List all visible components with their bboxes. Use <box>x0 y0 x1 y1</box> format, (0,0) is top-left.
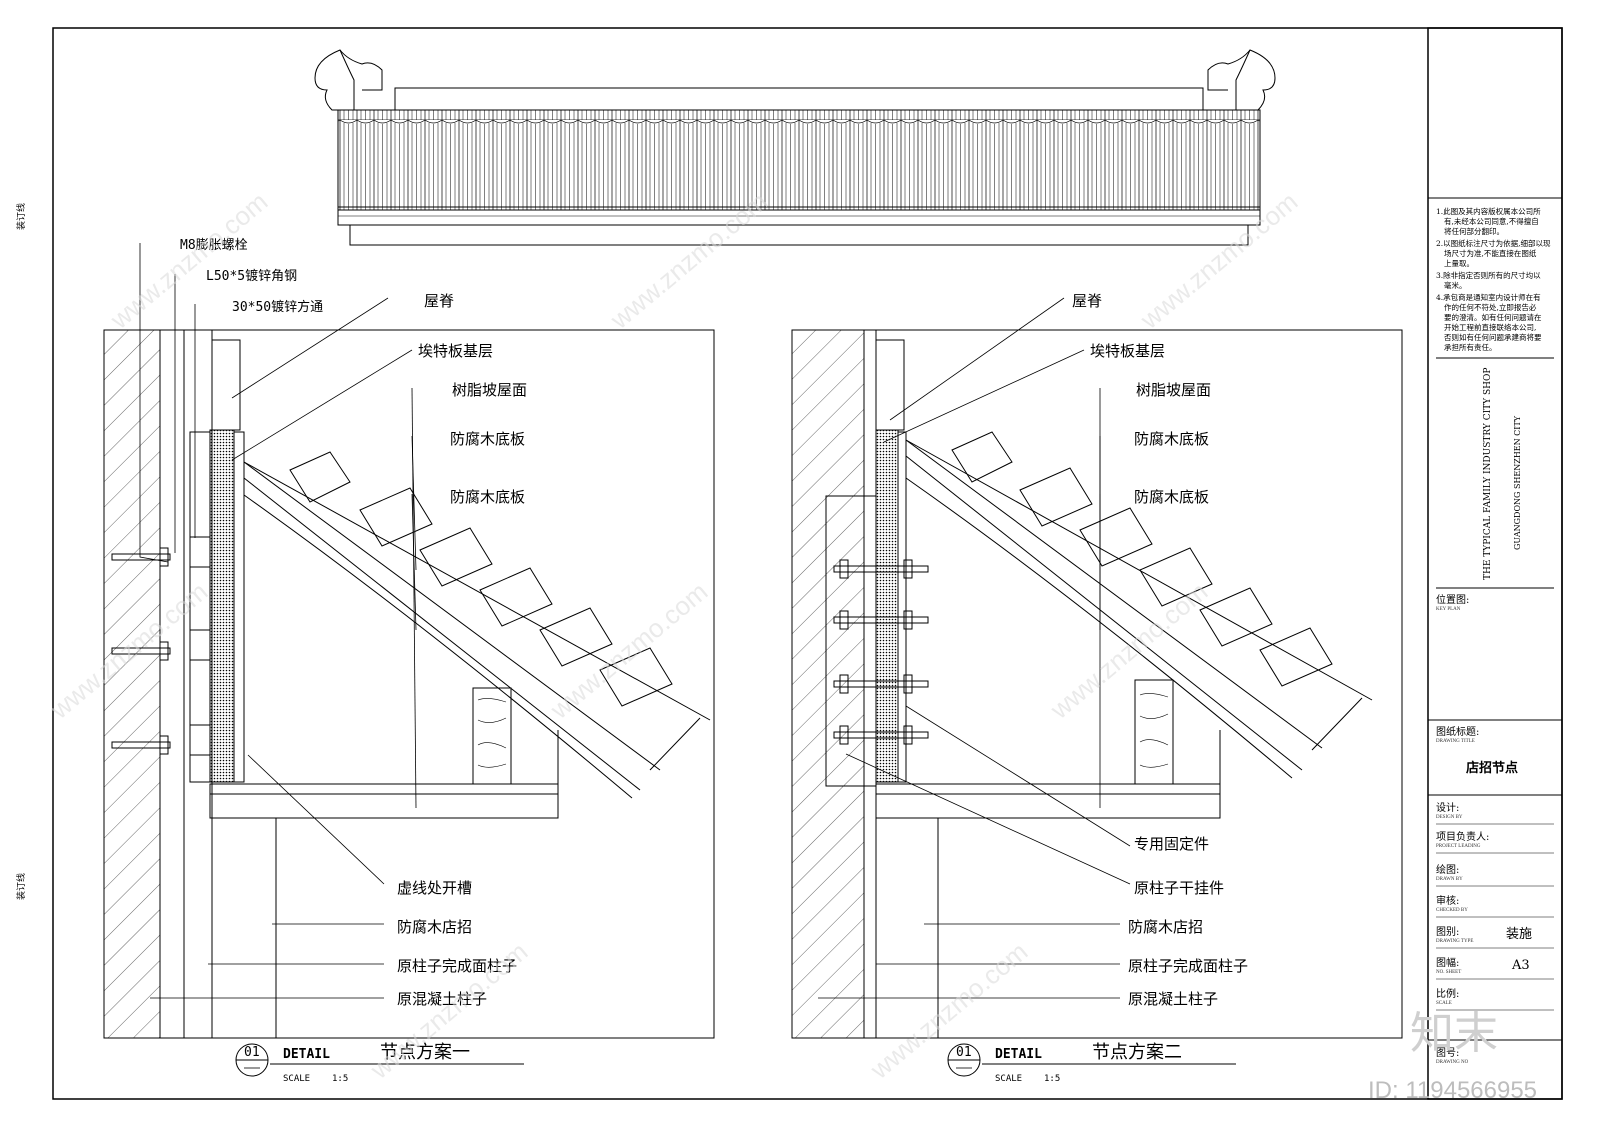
d1-label-wood-base-1: 防腐木底板 <box>450 430 525 448</box>
d1-label-ridge: 屋脊 <box>424 292 454 310</box>
title-row-drawing-type: 图别: DRAWING TYPE 装施 <box>1436 926 1554 949</box>
roof-elevation <box>314 49 1276 246</box>
title-row-sheet-size: 图幅: NO. SHEET A3 <box>1436 956 1554 980</box>
title-block-frame <box>1427 27 1563 1100</box>
d2-label-wood-base-1: 防腐木底板 <box>1134 430 1209 448</box>
svg-text:作的任何不符处,立即报告必: 作的任何不符处,立即报告必 <box>1444 302 1537 312</box>
d1-label-wood-sign: 防腐木店招 <box>397 918 472 936</box>
svg-text:4.承包商是通知室内设计师在有: 4.承包商是通知室内设计师在有 <box>1436 292 1541 302</box>
d2-label-board-base: 埃特板基层 <box>1090 342 1165 360</box>
drawing-title-label: 图纸标题: <box>1436 725 1479 738</box>
d2-label-concrete-column: 原混凝土柱子 <box>1128 990 1218 1008</box>
svg-text:PROJECT LEADING: PROJECT LEADING <box>1436 844 1481 849</box>
svg-text:CHECKED BY: CHECKED BY <box>1436 908 1468 913</box>
board-layer <box>209 429 235 783</box>
d2-detail-word: DETAIL <box>995 1047 1042 1062</box>
d2-label-dry-hang: 原柱子干挂件 <box>1134 879 1224 897</box>
d1-label-concrete-column: 原混凝土柱子 <box>397 990 487 1008</box>
board-layer-2 <box>875 429 899 783</box>
d1-scale-label: SCALE <box>283 1074 310 1084</box>
label-m8-bolt: M8膨胀螺栓 <box>180 238 248 253</box>
key-plan-label: 位置图: <box>1436 593 1469 606</box>
d1-label-board-base: 埃特板基层 <box>418 342 493 360</box>
svg-text:项目负责人:: 项目负责人: <box>1436 830 1489 843</box>
d2-scale-value: 1:5 <box>1044 1074 1060 1084</box>
title-block: 1.此图及其内容版权属本公司所 有,未经本公司同意,不得擅自 将任何部分翻印。 … <box>1428 197 1562 1065</box>
svg-text:A3: A3 <box>1511 958 1530 973</box>
svg-text:比例:: 比例: <box>1436 987 1459 1000</box>
svg-text:要的澄清。如有任何问题请在: 要的澄清。如有任何问题请在 <box>1444 312 1542 322</box>
svg-text:NO. SHEET: NO. SHEET <box>1436 970 1461 975</box>
d1-label-resin-roof: 树脂坡屋面 <box>452 381 527 399</box>
d2-title: 节点方案二 <box>1092 1042 1182 1063</box>
concrete-column <box>103 329 161 1039</box>
d2-label-ridge: 屋脊 <box>1072 292 1102 310</box>
svg-text:承担所有责任。: 承担所有责任。 <box>1444 342 1497 352</box>
svg-text:DRAWN BY: DRAWN BY <box>1436 877 1463 882</box>
svg-text:绘图:: 绘图: <box>1436 863 1459 876</box>
title-row-checked-by: 审核: CHECKED BY <box>1436 894 1554 918</box>
title-row-scale: 比例: SCALE <box>1436 987 1554 1011</box>
svg-text:否则如有任何问题承建商将要: 否则如有任何问题承建商将要 <box>1444 332 1542 342</box>
detail-2-section: 屋脊 埃特板基层 树脂坡屋面 防腐木底板 防腐木底板 专用固定件 原柱子干挂件 … <box>791 292 1403 1084</box>
notes-block: 1.此图及其内容版权属本公司所 有,未经本公司同意,不得擅自 将任何部分翻印。 … <box>1436 206 1551 352</box>
svg-text:毫米。: 毫米。 <box>1444 280 1467 290</box>
svg-text:场尺寸为准,不能直接在图纸: 场尺寸为准,不能直接在图纸 <box>1444 248 1537 258</box>
concrete-column-2 <box>791 329 865 1039</box>
d2-label-resin-roof: 树脂坡屋面 <box>1136 381 1211 399</box>
d1-label-finished-column: 原柱子完成面柱子 <box>397 957 517 975</box>
title-row-design: 设计: DESIGN BY <box>1436 801 1554 825</box>
d1-label-groove: 虚线处开槽 <box>397 879 472 897</box>
d2-label-wood-sign: 防腐木店招 <box>1128 918 1203 936</box>
watermark-layer: www.znzmo.com www.znzmo.com www.znzmo.co… <box>44 186 1537 1104</box>
project-name: THE TYPICAL FAMILY INDUSTRY CITY SHOP <box>1483 368 1493 580</box>
d1-title: 节点方案一 <box>380 1042 470 1063</box>
d1-number: 01 <box>244 1045 260 1060</box>
binding-mark-top: 装订线 <box>15 203 26 230</box>
project-location: GUANGDONG SHENZHEN CITY <box>1513 415 1522 550</box>
binding-mark-bottom: 装订线 <box>15 873 26 900</box>
svg-text:DESIGN BY: DESIGN BY <box>1436 815 1463 820</box>
d1-scale-value: 1:5 <box>332 1074 348 1084</box>
svg-text:1.此图及其内容版权属本公司所: 1.此图及其内容版权属本公司所 <box>1436 206 1541 216</box>
svg-text:2.以图纸标注尺寸为依据,细部以现: 2.以图纸标注尺寸为依据,细部以现 <box>1436 238 1551 248</box>
d1-detail-word: DETAIL <box>283 1047 330 1062</box>
svg-text:将任何部分翻印。: 将任何部分翻印。 <box>1444 226 1504 236</box>
drawing-title-sub: DRAWING TITLE <box>1436 739 1475 744</box>
svg-text:SCALE: SCALE <box>1436 1001 1452 1006</box>
svg-text:图号:: 图号: <box>1436 1047 1459 1059</box>
svg-text:图别:: 图别: <box>1436 926 1459 938</box>
d2-number: 01 <box>956 1045 972 1060</box>
svg-text:设计:: 设计: <box>1436 801 1459 814</box>
svg-text:3.除非指定否则所有的尺寸均以: 3.除非指定否则所有的尺寸均以 <box>1436 270 1541 280</box>
key-plan-sub: KEY PLAN <box>1436 607 1461 612</box>
d2-label-wood-base-2: 防腐木底板 <box>1134 488 1209 506</box>
title-row-drawn-by: 绘图: DRAWN BY <box>1436 863 1554 887</box>
label-angle-steel: L50*5镀锌角钢 <box>206 268 297 284</box>
svg-text:开始工程前直接联络本公司,: 开始工程前直接联络本公司, <box>1444 322 1536 332</box>
watermark-id: ID: 1194566955 <box>1368 1077 1537 1104</box>
drawing-title-value: 店招节点 <box>1466 760 1518 776</box>
svg-text:有,未经本公司同意,不得擅自: 有,未经本公司同意,不得擅自 <box>1444 216 1539 226</box>
d2-label-finished-column: 原柱子完成面柱子 <box>1128 957 1248 975</box>
svg-text:上量取。: 上量取。 <box>1444 259 1474 268</box>
svg-text:DRAWING TYPE: DRAWING TYPE <box>1436 939 1473 944</box>
svg-text:装施: 装施 <box>1506 927 1532 942</box>
title-row-project-leader: 项目负责人: PROJECT LEADING <box>1436 830 1554 854</box>
d1-label-wood-base-2: 防腐木底板 <box>450 488 525 506</box>
svg-text:图幅:: 图幅: <box>1436 956 1459 969</box>
svg-text:DRAWING NO: DRAWING NO <box>1436 1060 1469 1065</box>
watermark-logo: 知末 <box>1410 1009 1498 1058</box>
label-square-tube: 30*50镀锌方通 <box>232 299 323 315</box>
detail-1-section: M8膨胀螺栓 L50*5镀锌角钢 30*50镀锌方通 屋脊 埃特板基层 树脂坡屋… <box>103 238 715 1084</box>
d2-scale-label: SCALE <box>995 1074 1022 1084</box>
d2-label-fixing: 专用固定件 <box>1134 835 1209 853</box>
title-row-drawing-number: 图号: DRAWING NO <box>1436 1047 1469 1065</box>
svg-text:审核:: 审核: <box>1436 894 1459 907</box>
